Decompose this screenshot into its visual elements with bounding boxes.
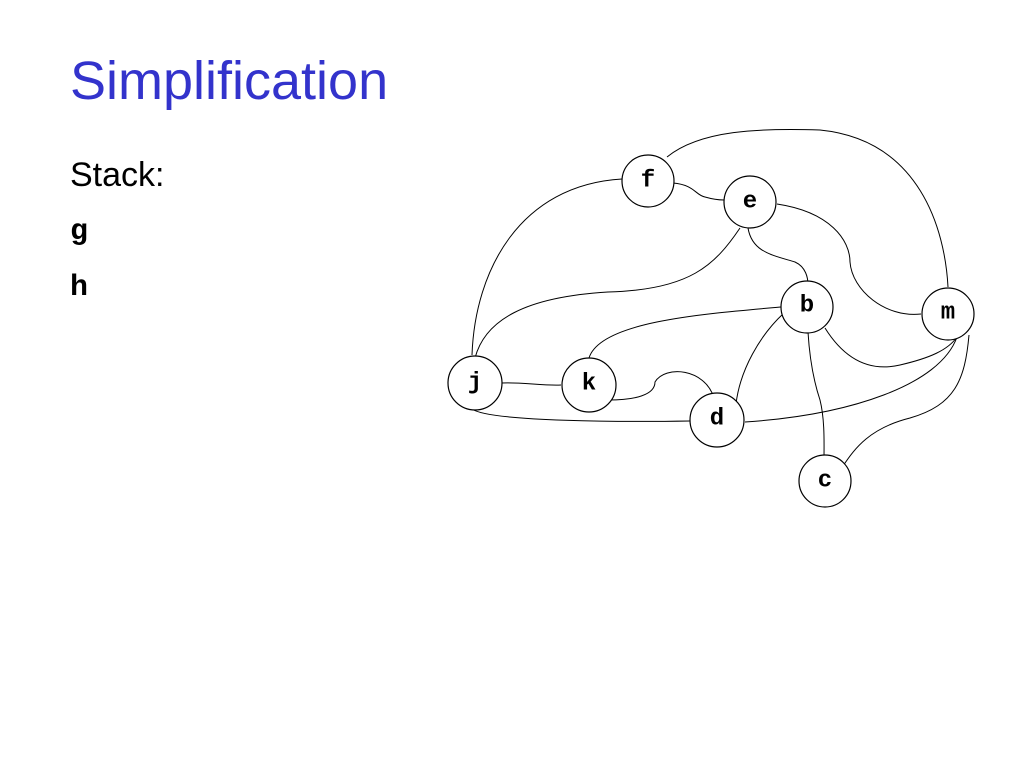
edge-b-k [588, 306, 782, 359]
node-b-circle [780, 280, 834, 334]
node-m-circle [921, 287, 975, 341]
slide-title: Simplification [70, 51, 389, 111]
node-m: m [921, 287, 975, 341]
stack-item-h: h [70, 271, 89, 305]
graph-edges [471, 128, 970, 467]
node-k-circle [561, 357, 617, 413]
edge-b-d [735, 312, 785, 405]
node-f-label: f [641, 168, 655, 195]
edge-b-c [807, 331, 825, 459]
edge-e-m [776, 203, 922, 315]
node-k-label: k [582, 371, 596, 398]
node-b-label: b [800, 293, 814, 320]
node-f: f [621, 154, 675, 208]
edge-d-m [744, 336, 958, 423]
node-c-label: c [818, 468, 832, 495]
edge-m-c [842, 334, 970, 467]
node-d-circle [689, 392, 745, 448]
node-e: e [723, 175, 777, 229]
node-c-circle [798, 454, 852, 508]
node-c: c [798, 454, 852, 508]
node-j-label: j [468, 370, 482, 397]
node-b: b [780, 280, 834, 334]
edge-b-m [824, 327, 958, 368]
edge-f-j [471, 178, 623, 356]
edge-f-m [666, 128, 949, 288]
node-d: d [689, 392, 745, 448]
edge-j-k [501, 382, 562, 386]
node-j: j [447, 355, 503, 411]
node-e-circle [723, 175, 777, 229]
node-k: k [561, 357, 617, 413]
edge-j-d [471, 408, 691, 422]
node-m-label: m [941, 300, 955, 327]
node-d-label: d [710, 406, 724, 433]
node-e-label: e [743, 189, 757, 216]
node-j-circle [447, 355, 503, 411]
edge-k-d [607, 371, 715, 401]
edge-e-b [747, 227, 809, 286]
node-f-circle [621, 154, 675, 208]
edge-e-j [474, 227, 741, 359]
edge-f-e [672, 182, 725, 201]
stack-item-g: g [70, 215, 89, 249]
stack-label: Stack: [70, 156, 165, 194]
